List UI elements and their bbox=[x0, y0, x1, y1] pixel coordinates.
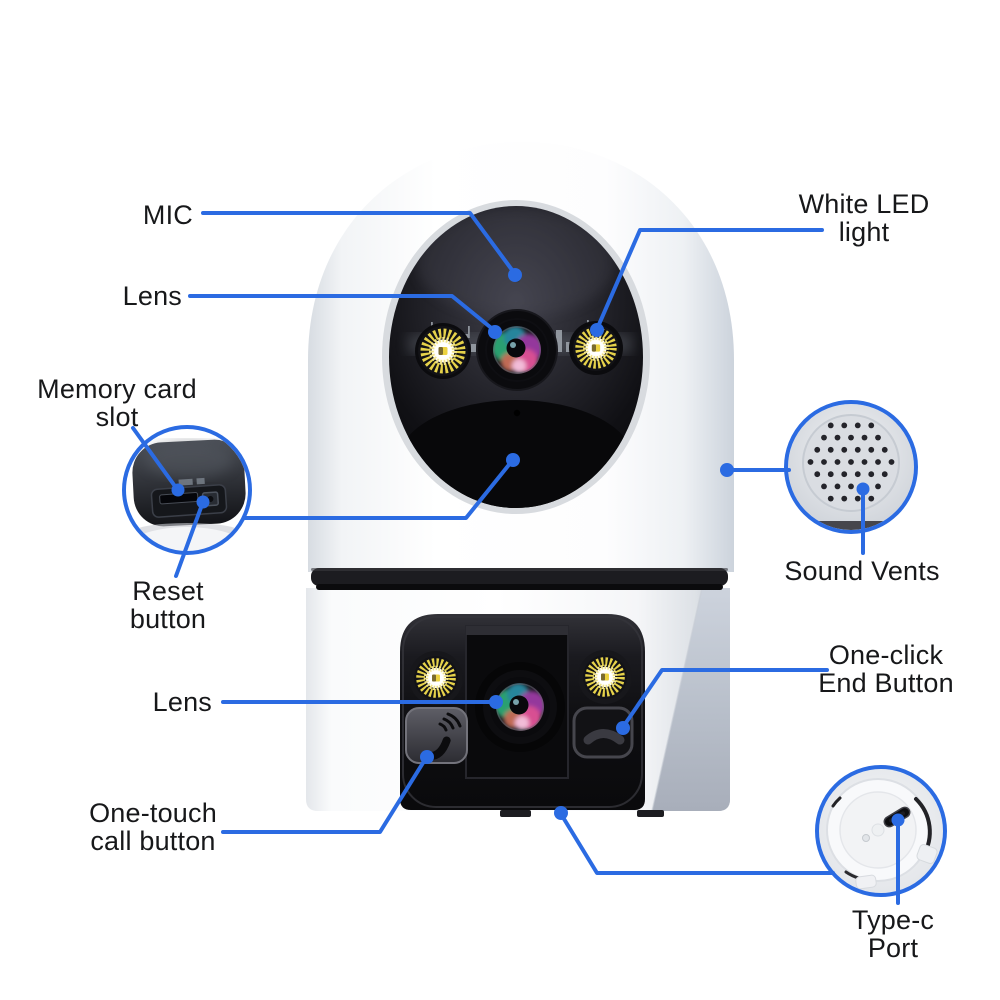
camera-head bbox=[308, 142, 734, 572]
callout-end-button-line bbox=[621, 668, 829, 729]
label-memory-card-slot: Memory card slot bbox=[37, 374, 197, 432]
label-lens-top: Lens bbox=[122, 281, 182, 311]
label-mic: MIC bbox=[142, 200, 193, 230]
one-click-end-button bbox=[572, 706, 634, 759]
foot-right bbox=[637, 810, 664, 817]
sound-vents-photo bbox=[788, 414, 914, 530]
label-reset-button: Reset button bbox=[129, 576, 207, 634]
body-side-panel bbox=[652, 588, 730, 811]
label-one-touch-call-button: One-touch call button bbox=[89, 798, 217, 856]
callout-type-c-to-camera-line bbox=[559, 812, 835, 875]
callout-mic-line bbox=[201, 211, 517, 276]
memory-card-slot-photo bbox=[126, 439, 248, 551]
label-white-led-light: White LED light bbox=[798, 189, 930, 247]
end-call-icon bbox=[583, 729, 625, 745]
lower-face-hole bbox=[513, 409, 521, 417]
callout-lines bbox=[131, 211, 905, 905]
camera-body bbox=[306, 568, 730, 817]
inset-sound-vents bbox=[784, 400, 918, 534]
foot-left bbox=[500, 810, 531, 817]
label-one-click-end-button: One-click End Button bbox=[818, 640, 954, 698]
inset-memory-card-slot bbox=[122, 425, 252, 555]
callout-white-led-line bbox=[595, 228, 824, 331]
label-sound-vents: Sound Vents bbox=[784, 556, 940, 586]
callout-memory-card-line bbox=[131, 426, 179, 491]
callout-lens-top-line bbox=[188, 294, 497, 333]
inset-type-c-port bbox=[815, 765, 947, 897]
one-touch-call-button bbox=[405, 707, 468, 764]
callout-reset-line bbox=[174, 500, 205, 578]
label-type-c-port: Type-c Port bbox=[851, 905, 935, 963]
callout-memory-inset-to-camera-line bbox=[242, 459, 514, 520]
callout-call-button-line bbox=[221, 756, 428, 834]
rotation-band bbox=[311, 568, 728, 586]
type-c-port-photo bbox=[826, 778, 938, 890]
label-lens-bottom: Lens bbox=[152, 687, 212, 717]
